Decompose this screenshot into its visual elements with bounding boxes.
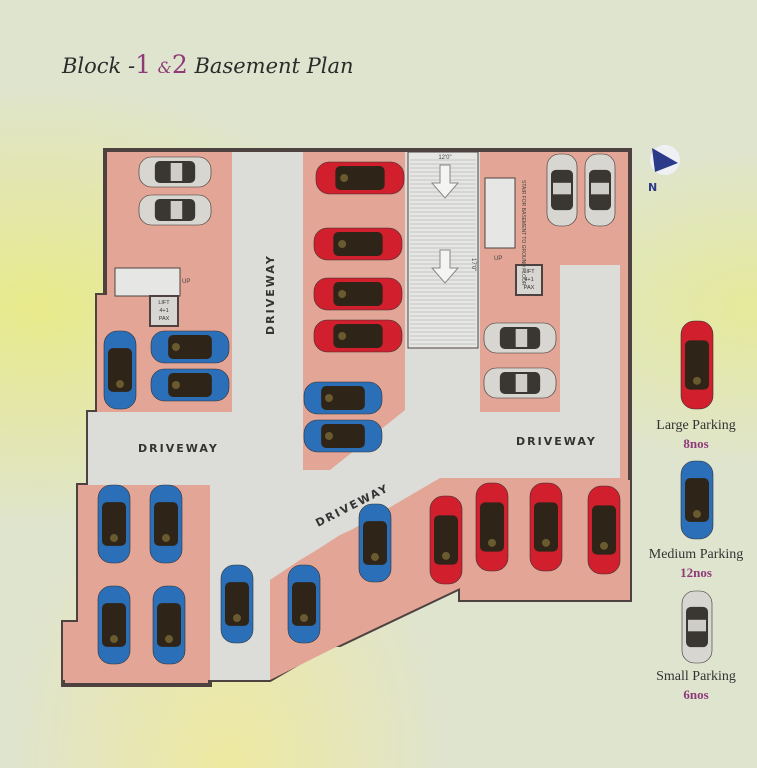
compass: N	[648, 145, 680, 194]
small-car-icon	[584, 153, 616, 227]
ramp-width-label: 12'0"	[438, 155, 451, 161]
lift-right	[515, 264, 543, 296]
staircase-left	[114, 267, 181, 297]
lift-left	[149, 295, 179, 327]
ramp-down-arrow-icon	[430, 164, 460, 199]
small-car-icon	[681, 590, 713, 664]
medium-car-icon	[97, 585, 131, 665]
driveway-label: DRIVEWAY	[264, 254, 277, 335]
large-car-icon	[429, 495, 463, 585]
up-label: UP	[494, 256, 502, 262]
large-car-icon	[313, 227, 403, 261]
title-suffix: Basement Plan	[194, 54, 354, 78]
legend-medium-label: Medium Parking	[648, 547, 744, 562]
large-car-icon	[475, 482, 509, 572]
medium-car-icon	[150, 368, 230, 402]
lift-label: LIFT	[158, 300, 170, 306]
lift-label: PAX	[524, 285, 535, 291]
large-car-icon	[680, 320, 714, 410]
legend-large-label: Large Parking	[656, 418, 736, 433]
north-arrow-icon	[652, 148, 678, 172]
lift-label: LIFT	[523, 269, 535, 275]
staircase-right	[484, 177, 516, 249]
large-car-icon	[315, 161, 405, 195]
small-car-icon	[483, 322, 557, 354]
lift-label: PAX	[159, 316, 170, 322]
large-car-icon	[313, 319, 403, 353]
large-car-icon	[313, 277, 403, 311]
small-car-icon	[138, 156, 212, 188]
lift-label: 4+1	[524, 277, 533, 283]
lift-label: 4+1	[159, 308, 168, 314]
driveway-area	[88, 152, 620, 680]
driveway-label: DRIVEWAY	[516, 435, 597, 448]
large-car-icon	[529, 482, 563, 572]
stair-label: STAIR FOR BASEMENT TO GROUND FLOOR	[520, 180, 526, 286]
medium-car-icon	[680, 460, 714, 540]
medium-car-icon	[152, 585, 186, 665]
medium-car-icon	[303, 419, 383, 453]
small-car-icon	[546, 153, 578, 227]
ramp-down-arrow-icon	[430, 249, 460, 284]
up-label: UP	[182, 279, 190, 285]
legend-large-count: 8nos	[683, 436, 709, 451]
medium-car-icon	[303, 381, 383, 415]
parking-island	[63, 485, 210, 680]
legend-icons	[680, 320, 714, 664]
medium-car-icon	[287, 564, 321, 644]
title-block-2: 2	[171, 50, 188, 79]
title-prefix: Block -	[62, 54, 136, 78]
large-car-icon	[587, 485, 621, 575]
legend-small-count: 6nos	[683, 687, 709, 702]
medium-car-icon	[220, 564, 254, 644]
medium-car-icon	[103, 330, 137, 410]
title-block-1: 1	[135, 50, 151, 79]
compass-label: N	[648, 181, 657, 194]
medium-car-icon	[150, 330, 230, 364]
title-amp: &	[157, 58, 172, 77]
ramp-length-label: 17'0"	[470, 258, 476, 271]
medium-car-icon	[97, 484, 131, 564]
medium-car-icon	[149, 484, 183, 564]
driveway-label: DRIVEWAY	[138, 442, 219, 455]
small-car-icon	[483, 367, 557, 399]
parking-cars	[97, 153, 621, 665]
plan-title: Block -1 &2 Basement Plan	[62, 50, 354, 79]
legend-small-label: Small Parking	[656, 669, 736, 684]
small-car-icon	[138, 194, 212, 226]
medium-car-icon	[358, 503, 392, 583]
legend-medium-count: 12nos	[680, 565, 712, 580]
